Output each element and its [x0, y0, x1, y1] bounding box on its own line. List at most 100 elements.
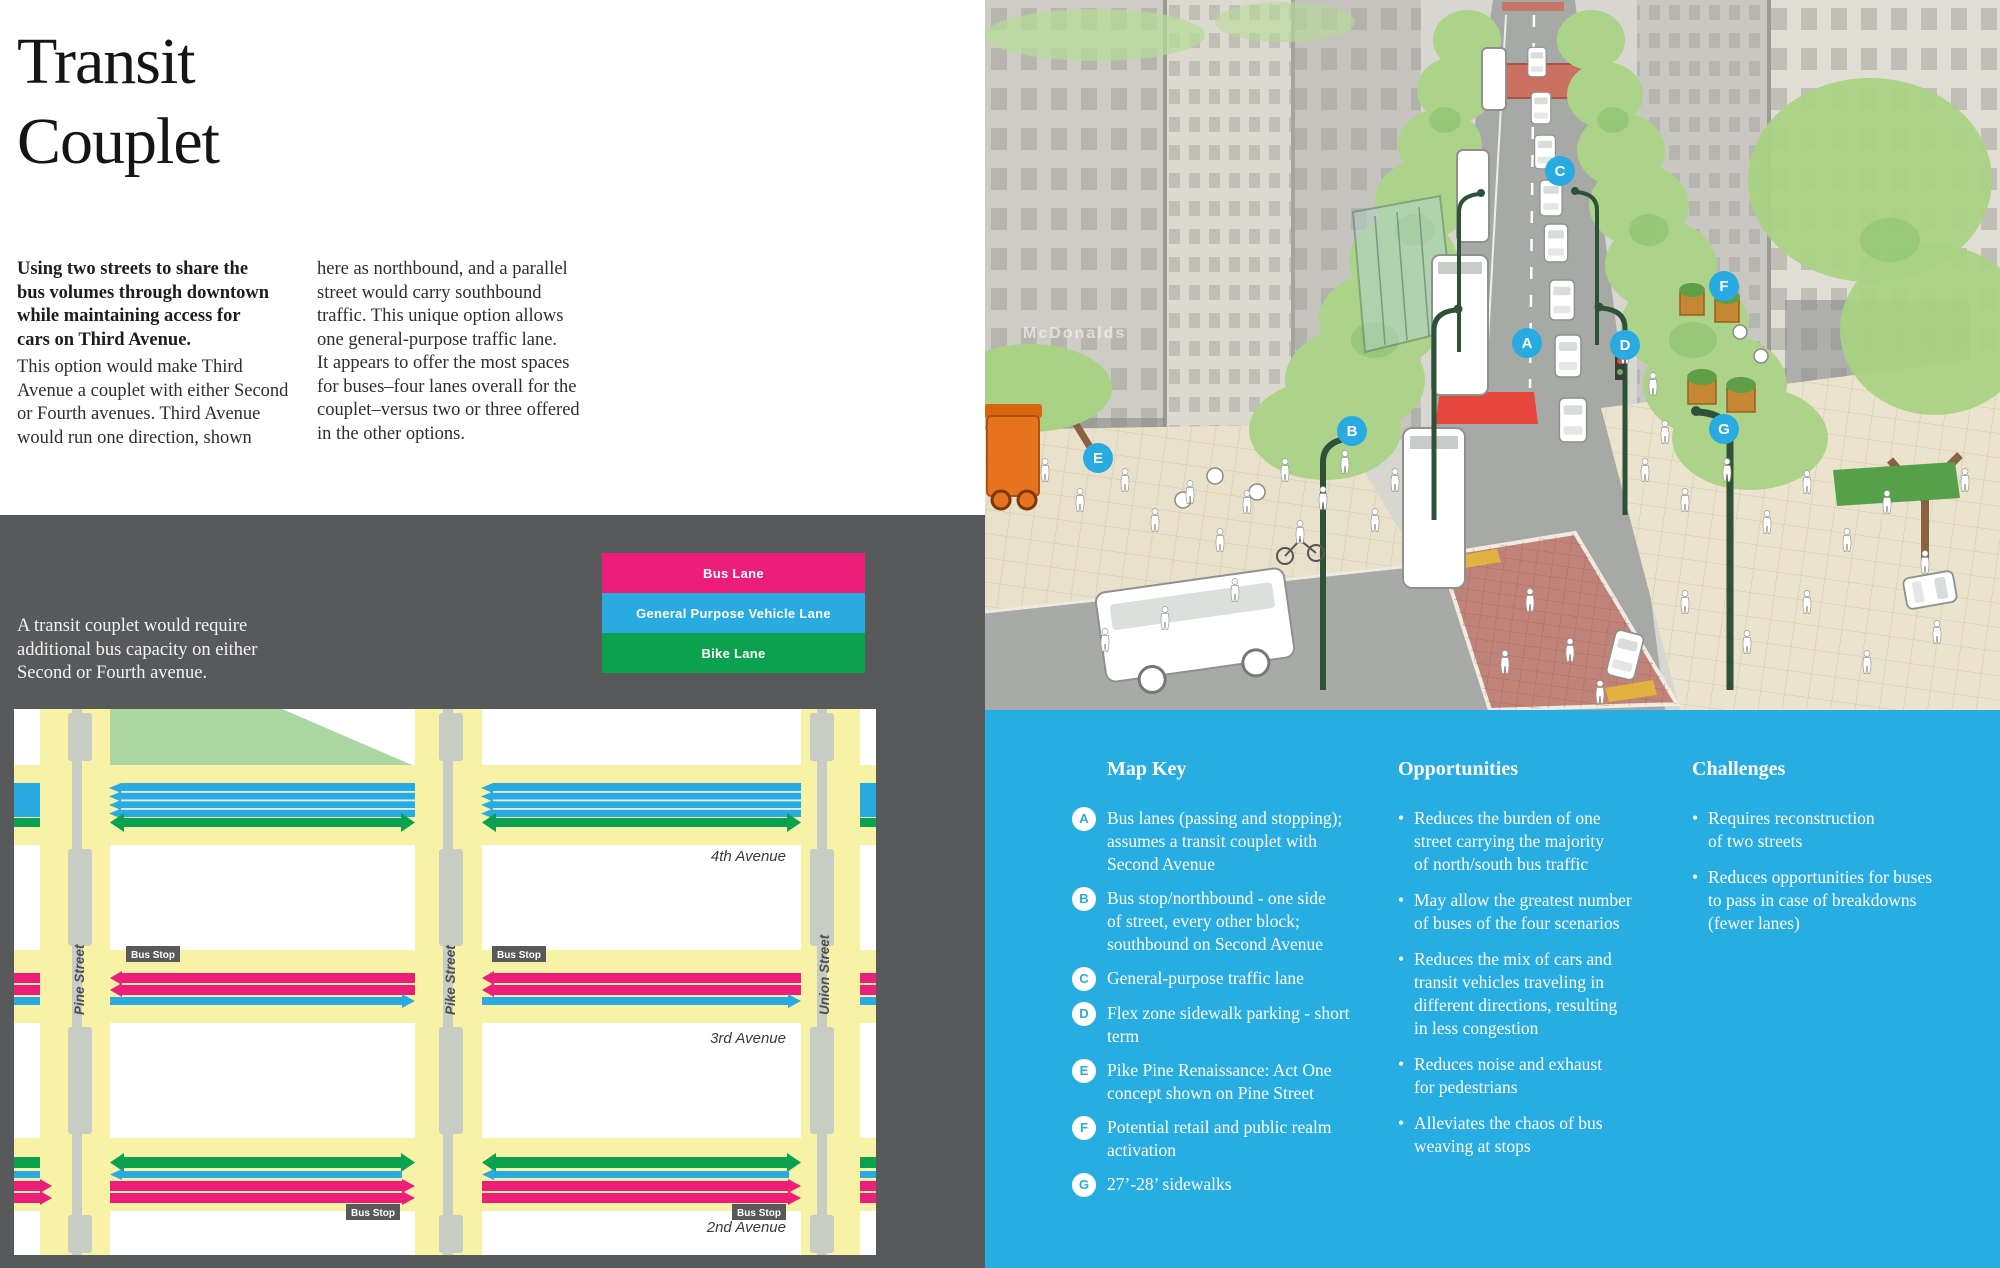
map-key-item: G 27’-28’ sidewalks	[1072, 1173, 1390, 1197]
key-circle-D: D	[1072, 1002, 1096, 1026]
marker-F: F	[1709, 271, 1739, 301]
bullet-text: May allow the greatest number of buses o…	[1414, 890, 1632, 933]
page-title: Transit Couplet	[17, 25, 220, 178]
street-medians	[68, 713, 834, 1253]
opportunities-column: Opportunities • Reduces the burden of on…	[1398, 758, 1660, 1171]
street-rendering: McDonalds A B C D E F G	[985, 0, 2000, 710]
bus-stop-badge: Bus Stop	[732, 1204, 786, 1220]
map-section-note: A transit couplet would require addition…	[17, 616, 258, 683]
key-circle-E: E	[1072, 1059, 1096, 1083]
bus-stop-badge: Bus Stop	[346, 1204, 400, 1220]
avenue-label-3rd: 3rd Avenue	[710, 1030, 786, 1047]
opportunities-title: Opportunities	[1398, 758, 1519, 780]
opportunity-item: • Reduces the mix of cars and transit ve…	[1398, 948, 1660, 1040]
legend-label: Bus Lane	[703, 565, 764, 581]
key-circle-F: F	[1072, 1116, 1096, 1140]
marker-C: C	[1545, 156, 1575, 186]
map-key-title: Map Key	[1107, 758, 1187, 780]
challenges-column: Challenges • Requires reconstruction of …	[1692, 758, 1964, 948]
bus-stop-label: Bus Stop	[737, 1208, 781, 1219]
red-bus-zone	[1435, 392, 1538, 424]
tactile-pad	[1605, 680, 1657, 702]
marker-A: A	[1512, 328, 1542, 358]
marker-E: E	[1083, 443, 1113, 473]
street-network-map: Bus Stop Bus Stop	[14, 709, 876, 1255]
bullet-icon: •	[1692, 808, 1699, 828]
bus-stop-badge: Bus Stop	[492, 946, 546, 962]
second-avenue-lanes: Bus Stop Bus Stop	[14, 1153, 876, 1220]
bus-stop-label: Bus Stop	[497, 950, 541, 961]
legend-label: General Purpose Vehicle Lane	[636, 605, 831, 621]
bus-stop-badge: Bus Stop	[126, 946, 180, 962]
street-label-union: Union Street	[817, 934, 832, 1015]
key-circle-C: C	[1072, 967, 1096, 991]
legend-row-bike-lane: Bike Lane	[602, 633, 865, 673]
key-text: Potential retail and public realm activa…	[1107, 1117, 1332, 1160]
lane-legend: Bus Lane General Purpose Vehicle Lane Bi…	[602, 553, 865, 673]
intro-section: Transit Couplet Using two streets to sha…	[0, 0, 985, 515]
avenue-label-4th: 4th Avenue	[711, 848, 786, 865]
map-key-item: A Bus lanes (passing and stopping); assu…	[1072, 807, 1390, 876]
bullet-text: Reduces the burden of one street carryin…	[1414, 808, 1604, 874]
intro-lede: Using two streets to share the bus volum…	[17, 259, 270, 350]
key-circle-A: A	[1072, 807, 1096, 831]
bullet-icon: •	[1398, 808, 1405, 828]
street-network-map-svg: Bus Stop Bus Stop	[14, 709, 876, 1255]
opportunity-item: • May allow the greatest number of buses…	[1398, 889, 1660, 935]
far-crosswalk	[1502, 2, 1564, 11]
map-key-item: F Potential retail and public realm acti…	[1072, 1116, 1390, 1162]
body-column-1: This option would make Third Avenue a co…	[17, 357, 289, 448]
street-rendering-svg: McDonalds	[985, 0, 2000, 710]
key-text: Flex zone sidewalk parking - short term	[1107, 1003, 1350, 1046]
park-area	[84, 709, 412, 765]
key-text: Bus lanes (passing and stopping); assume…	[1107, 808, 1343, 874]
key-circle-G: G	[1072, 1173, 1096, 1197]
challenge-item: • Reduces opportunities for buses to pas…	[1692, 866, 1964, 935]
storefront-sign: McDonalds	[1023, 325, 1126, 342]
map-key-item: E Pike Pine Renaissance: Act One concept…	[1072, 1059, 1390, 1105]
key-text: Pike Pine Renaissance: Act One concept s…	[1107, 1060, 1332, 1103]
key-panel: Map Key A Bus lanes (passing and stoppin…	[985, 710, 2000, 1268]
challenge-item: • Requires reconstruction of two streets	[1692, 807, 1964, 853]
bullet-icon: •	[1398, 1113, 1405, 1133]
opportunity-item: • Reduces noise and exhaust for pedestri…	[1398, 1053, 1660, 1099]
opportunity-item: • Reduces the burden of one street carry…	[1398, 807, 1660, 876]
rooftop-greenery	[985, 9, 1205, 61]
challenges-title: Challenges	[1692, 758, 1786, 780]
key-circle-B: B	[1072, 887, 1096, 911]
bullet-text: Reduces noise and exhaust for pedestrian…	[1414, 1054, 1603, 1097]
map-key-item: D Flex zone sidewalk parking - short ter…	[1072, 1002, 1390, 1048]
grass-strip	[1833, 462, 1960, 506]
bullet-icon: •	[1398, 1054, 1405, 1074]
legend-row-general-purpose: General Purpose Vehicle Lane	[602, 593, 865, 633]
fourth-avenue-lanes	[14, 783, 876, 832]
bus-stop-label: Bus Stop	[351, 1208, 395, 1219]
map-key-item: C General-purpose traffic lane	[1072, 967, 1390, 991]
bullet-text: Alleviates the chaos of bus weaving at s…	[1414, 1113, 1603, 1156]
marker-G: G	[1709, 414, 1739, 444]
legend-label: Bike Lane	[701, 645, 766, 661]
marker-D: D	[1610, 330, 1640, 360]
bullet-icon: •	[1692, 867, 1699, 887]
bullet-text: Reduces opportunities for buses to pass …	[1708, 867, 1933, 933]
bullet-icon: •	[1398, 949, 1405, 969]
map-section: A transit couplet would require addition…	[0, 515, 985, 1268]
marker-B: B	[1337, 416, 1367, 446]
third-avenue-lanes: Bus Stop Bus Stop	[14, 946, 876, 1008]
bullet-icon: •	[1398, 890, 1405, 910]
key-text: Bus stop/northbound - one side of street…	[1107, 888, 1326, 954]
avenue-label-2nd: 2nd Avenue	[706, 1219, 786, 1236]
map-key-column: Map Key A Bus lanes (passing and stoppin…	[1072, 758, 1390, 1208]
body-column-2: here as northbound, and a parallel stree…	[317, 259, 580, 444]
bus-stop-label: Bus Stop	[131, 950, 175, 961]
cafe-tables	[1174, 324, 1769, 509]
key-text: 27’-28’ sidewalks	[1107, 1174, 1232, 1194]
food-cart	[985, 404, 1042, 511]
legend-row-bus-lane: Bus Lane	[602, 553, 865, 593]
bullet-text: Reduces the mix of cars and transit vehi…	[1414, 949, 1618, 1038]
key-text: General-purpose traffic lane	[1107, 968, 1304, 988]
street-label-pine: Pine Street	[72, 944, 87, 1015]
cyclist	[1276, 538, 1325, 565]
map-key-item: B Bus stop/northbound - one side of stre…	[1072, 887, 1390, 956]
